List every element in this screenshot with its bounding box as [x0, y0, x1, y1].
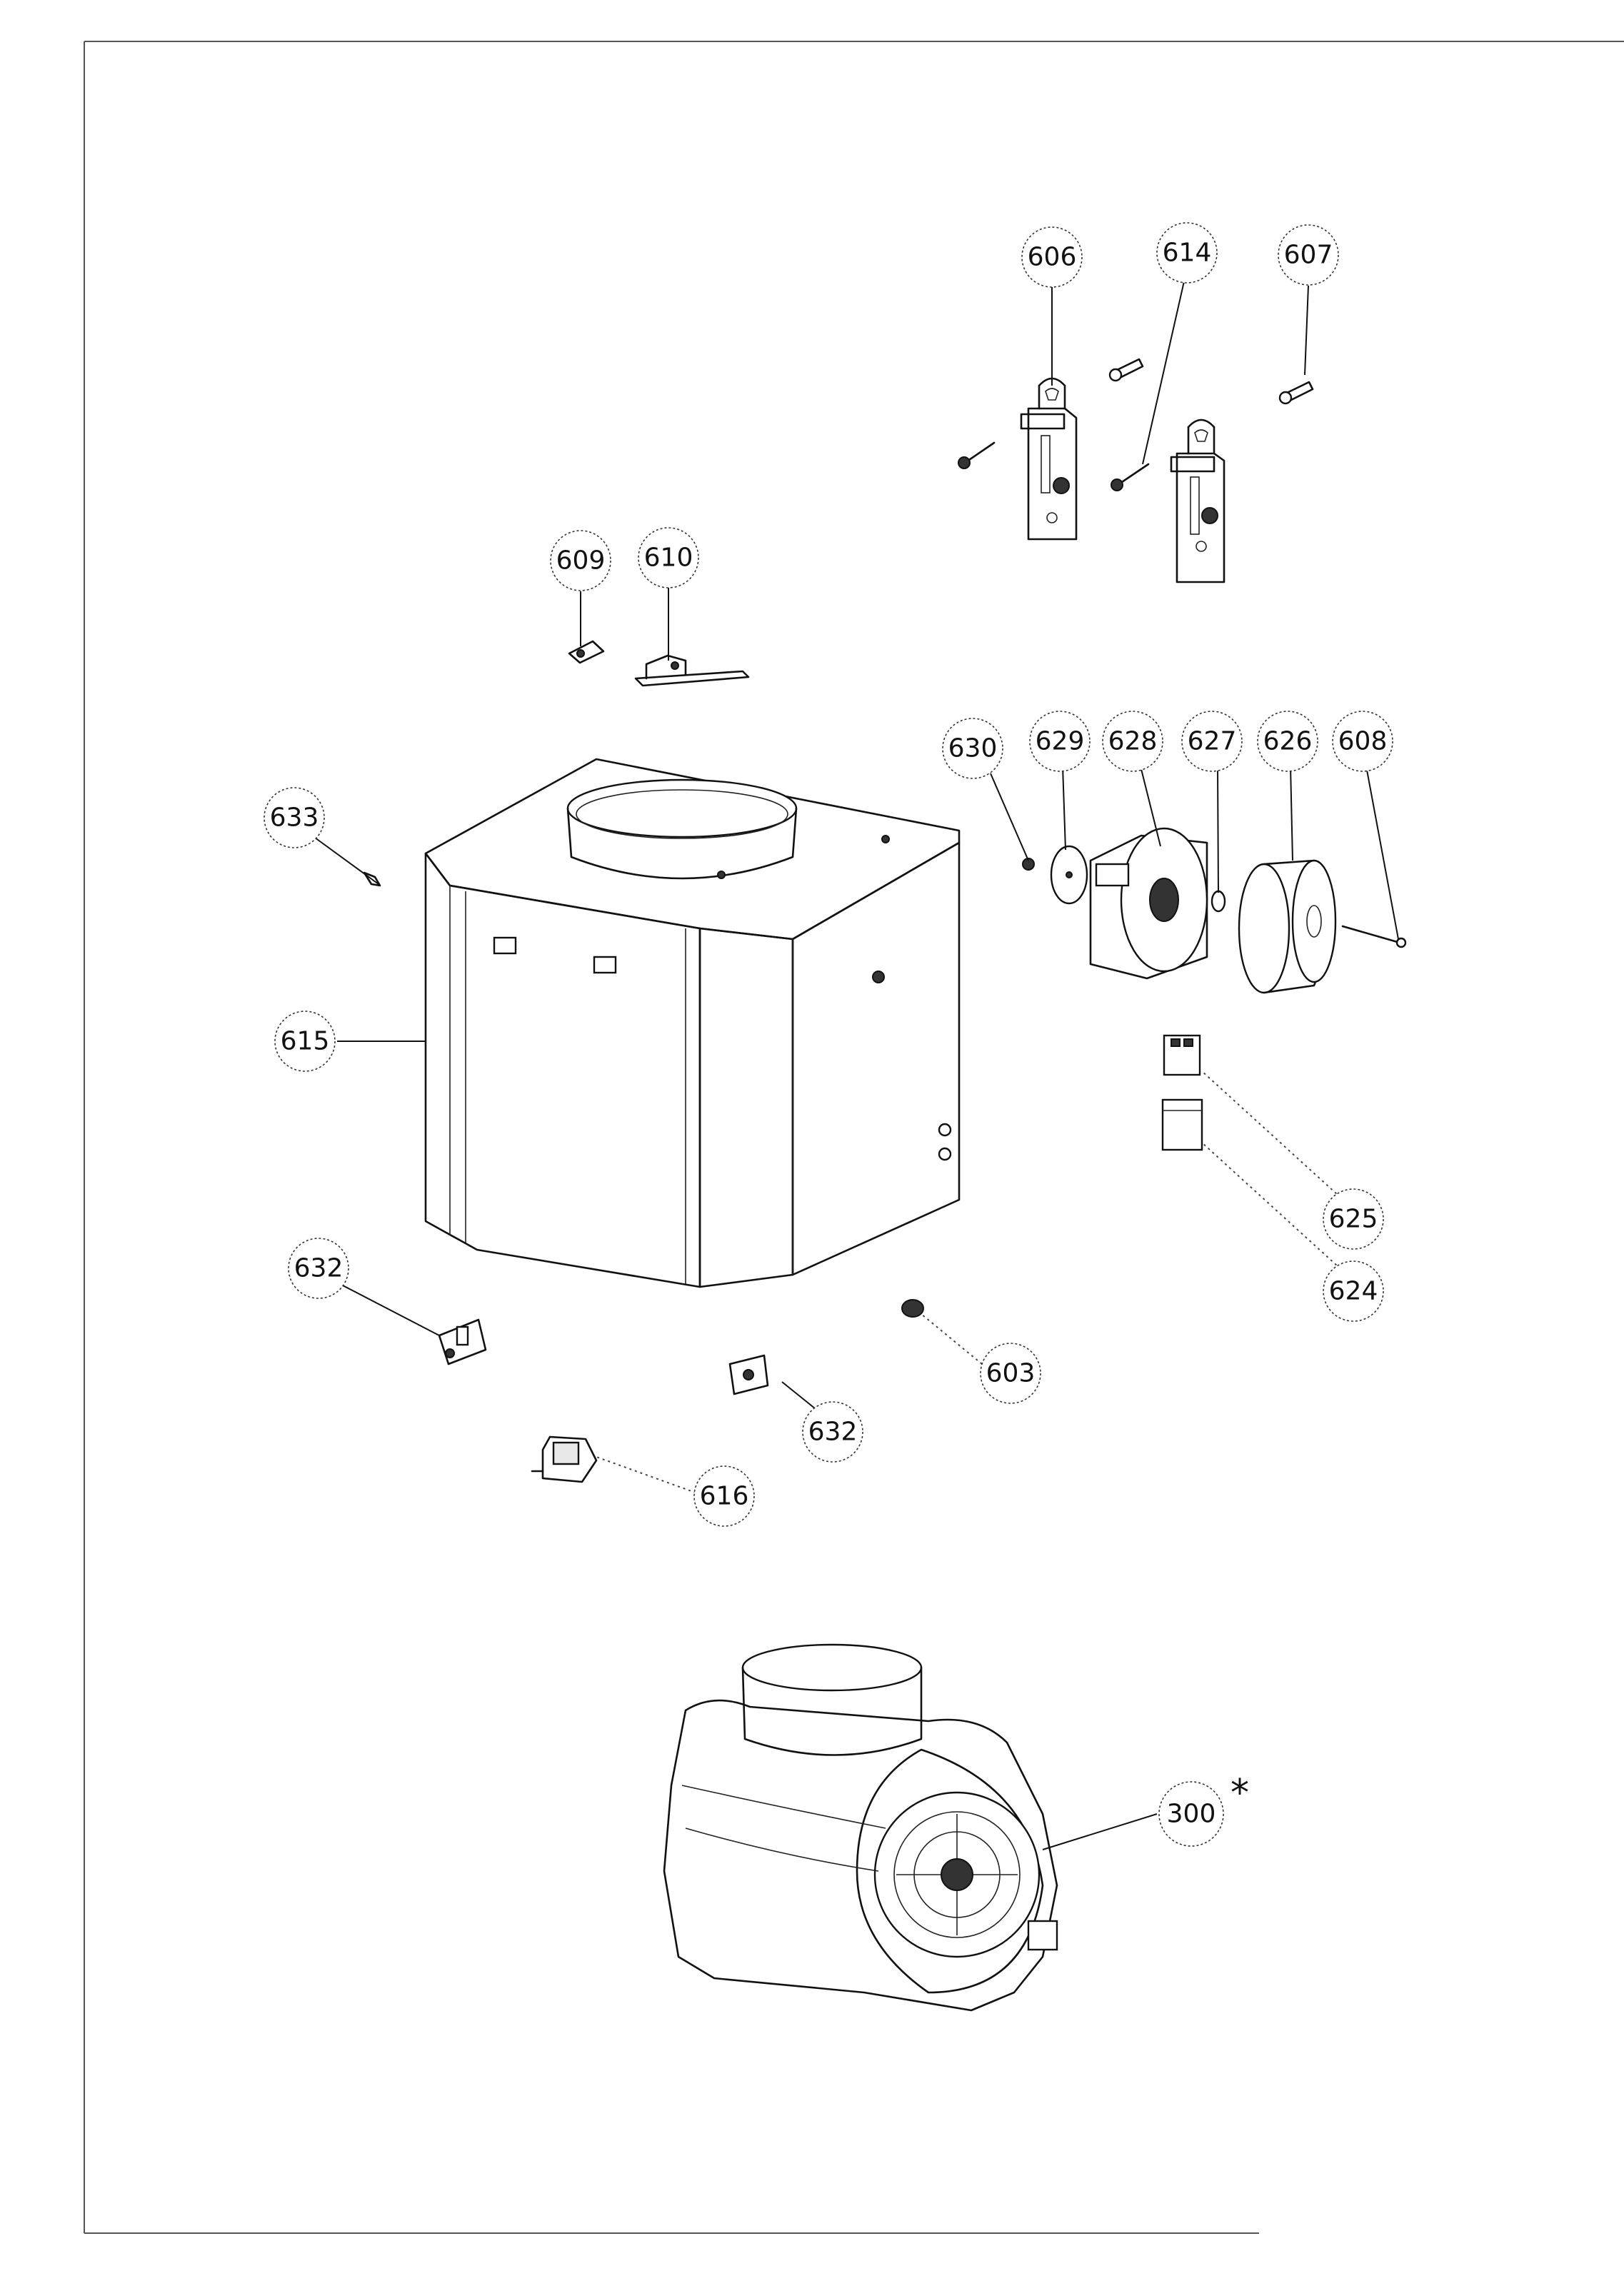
wall-plug-right	[1278, 381, 1314, 405]
asterisk-mark: *	[1230, 1772, 1249, 1815]
callout-628: 628	[1102, 711, 1163, 772]
callout-610: 610	[638, 527, 699, 588]
switch-616	[531, 1435, 598, 1483]
screw-left	[958, 441, 996, 469]
svg-text:625: 625	[1329, 1205, 1378, 1234]
callout-608: 608	[1332, 711, 1393, 772]
callout-300: 300	[1158, 1781, 1224, 1847]
screw-middle	[1111, 463, 1150, 491]
connector-624	[1161, 1098, 1203, 1151]
callout-626: 626	[1257, 711, 1318, 772]
svg-text:633: 633	[270, 803, 319, 833]
part-603	[901, 1299, 924, 1318]
callout-616: 616	[693, 1465, 755, 1527]
svg-text:627: 627	[1188, 727, 1237, 756]
callout-630: 630	[942, 718, 1003, 779]
callout-627: 627	[1181, 711, 1243, 772]
callout-629: 629	[1029, 711, 1091, 772]
svg-text:615: 615	[281, 1027, 330, 1056]
connector-625	[1163, 1034, 1201, 1076]
svg-text:614: 614	[1163, 239, 1212, 268]
callout-615: 615	[274, 1011, 336, 1072]
shaft-608	[1341, 925, 1407, 948]
callout-633: 633	[264, 787, 325, 848]
svg-text:626: 626	[1263, 727, 1313, 756]
wall-bracket-right	[1170, 418, 1225, 583]
svg-text:300: 300	[1167, 1800, 1216, 1829]
page-frame	[84, 41, 1624, 2234]
part-633	[363, 871, 381, 887]
wall-bracket-left	[1020, 377, 1078, 541]
callout-614: 614	[1156, 222, 1218, 284]
washer-627	[1211, 890, 1226, 913]
svg-text:628: 628	[1108, 727, 1158, 756]
leader-lines	[314, 281, 1399, 1850]
svg-text:632: 632	[808, 1418, 858, 1447]
callout-632-left: 632	[288, 1238, 349, 1299]
callout-624: 624	[1323, 1260, 1384, 1322]
main-housing	[424, 758, 961, 1288]
clip-632-left	[438, 1318, 487, 1365]
svg-text:616: 616	[700, 1482, 749, 1511]
screw-630	[1022, 858, 1035, 871]
clip-632-right	[728, 1354, 769, 1395]
svg-text:630: 630	[948, 734, 998, 763]
callout-625: 625	[1323, 1188, 1384, 1250]
callout-609: 609	[550, 530, 611, 591]
svg-text:609: 609	[556, 546, 606, 576]
wall-plug-left	[1108, 358, 1144, 382]
blower-unit	[663, 1643, 1058, 2012]
callout-632-right: 632	[802, 1401, 863, 1463]
clip-609	[568, 640, 605, 664]
svg-text:607: 607	[1284, 241, 1333, 270]
motor-628	[1089, 827, 1208, 980]
callout-603: 603	[980, 1343, 1041, 1404]
callout-606: 606	[1021, 226, 1083, 288]
callout-607: 607	[1278, 224, 1339, 286]
svg-text:606: 606	[1028, 243, 1077, 272]
bracket-610	[634, 654, 750, 687]
svg-text:603: 603	[986, 1359, 1036, 1388]
svg-text:624: 624	[1329, 1277, 1378, 1306]
washer-629	[1050, 845, 1088, 905]
svg-text:610: 610	[644, 543, 693, 573]
svg-text:608: 608	[1338, 727, 1388, 756]
svg-text:632: 632	[294, 1254, 344, 1283]
svg-text:629: 629	[1036, 727, 1085, 756]
impeller-626	[1238, 859, 1337, 994]
